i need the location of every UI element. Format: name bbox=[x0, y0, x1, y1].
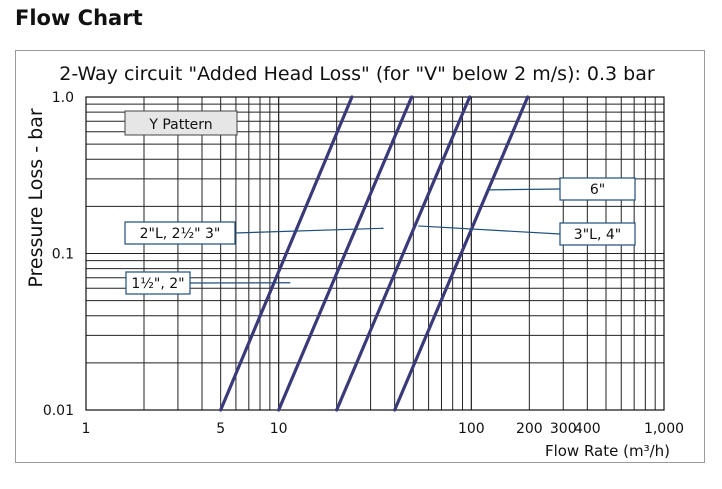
y-axis-label: Pressure Loss - bar bbox=[25, 108, 47, 287]
x-tick-label: 10 bbox=[270, 421, 288, 437]
page-heading: Flow Chart bbox=[15, 6, 143, 30]
callout-leader-4 bbox=[418, 225, 561, 235]
series-line-1 bbox=[219, 95, 354, 412]
callout-leader-3 bbox=[486, 188, 561, 191]
y-tick-label: 1.0 bbox=[52, 90, 74, 106]
callout-box-2 bbox=[124, 221, 236, 245]
chart-frame bbox=[15, 50, 705, 463]
x-tick-label: 5 bbox=[216, 421, 225, 437]
series-label-4: 3"L, 4" bbox=[574, 227, 621, 243]
x-tick-label: 1,000 bbox=[644, 421, 684, 437]
y-pattern-label: Y Pattern bbox=[148, 117, 212, 133]
series-line-2 bbox=[277, 95, 414, 412]
chart-grid: Y Pattern bbox=[85, 96, 665, 411]
series-label-3: 6" bbox=[590, 182, 605, 198]
y-tick-label: 0.01 bbox=[43, 403, 74, 419]
callout-leader-2 bbox=[234, 227, 384, 234]
x-tick-label: 200 bbox=[516, 421, 543, 437]
y-pattern-box bbox=[124, 110, 238, 136]
chart-series bbox=[219, 95, 530, 412]
callout-box-3 bbox=[559, 177, 636, 201]
x-tick-label: 300 bbox=[550, 421, 577, 437]
y-tick-label: 0.1 bbox=[52, 247, 74, 263]
x-tick-label: 1 bbox=[82, 421, 91, 437]
callout-box-4 bbox=[559, 222, 636, 246]
x-axis-label: Flow Rate (m³/h) bbox=[545, 442, 670, 460]
chart-callouts: 1½", 2" 2"L, 2½" 3" 6" 3"L, 4" bbox=[124, 177, 636, 295]
y-pattern-annotation: Y Pattern bbox=[124, 110, 238, 136]
x-tick-label: 400 bbox=[574, 421, 601, 437]
plot-area-border bbox=[85, 96, 665, 411]
series-label-2: 2"L, 2½" 3" bbox=[140, 226, 221, 242]
series-line-4 bbox=[393, 95, 530, 412]
chart-title: 2-Way circuit "Added Head Loss" (for "V"… bbox=[59, 63, 655, 85]
series-line-3 bbox=[335, 95, 472, 412]
series-label-1: 1½", 2" bbox=[131, 276, 184, 292]
x-tick-label: 100 bbox=[458, 421, 485, 437]
callout-box-1 bbox=[125, 271, 191, 295]
